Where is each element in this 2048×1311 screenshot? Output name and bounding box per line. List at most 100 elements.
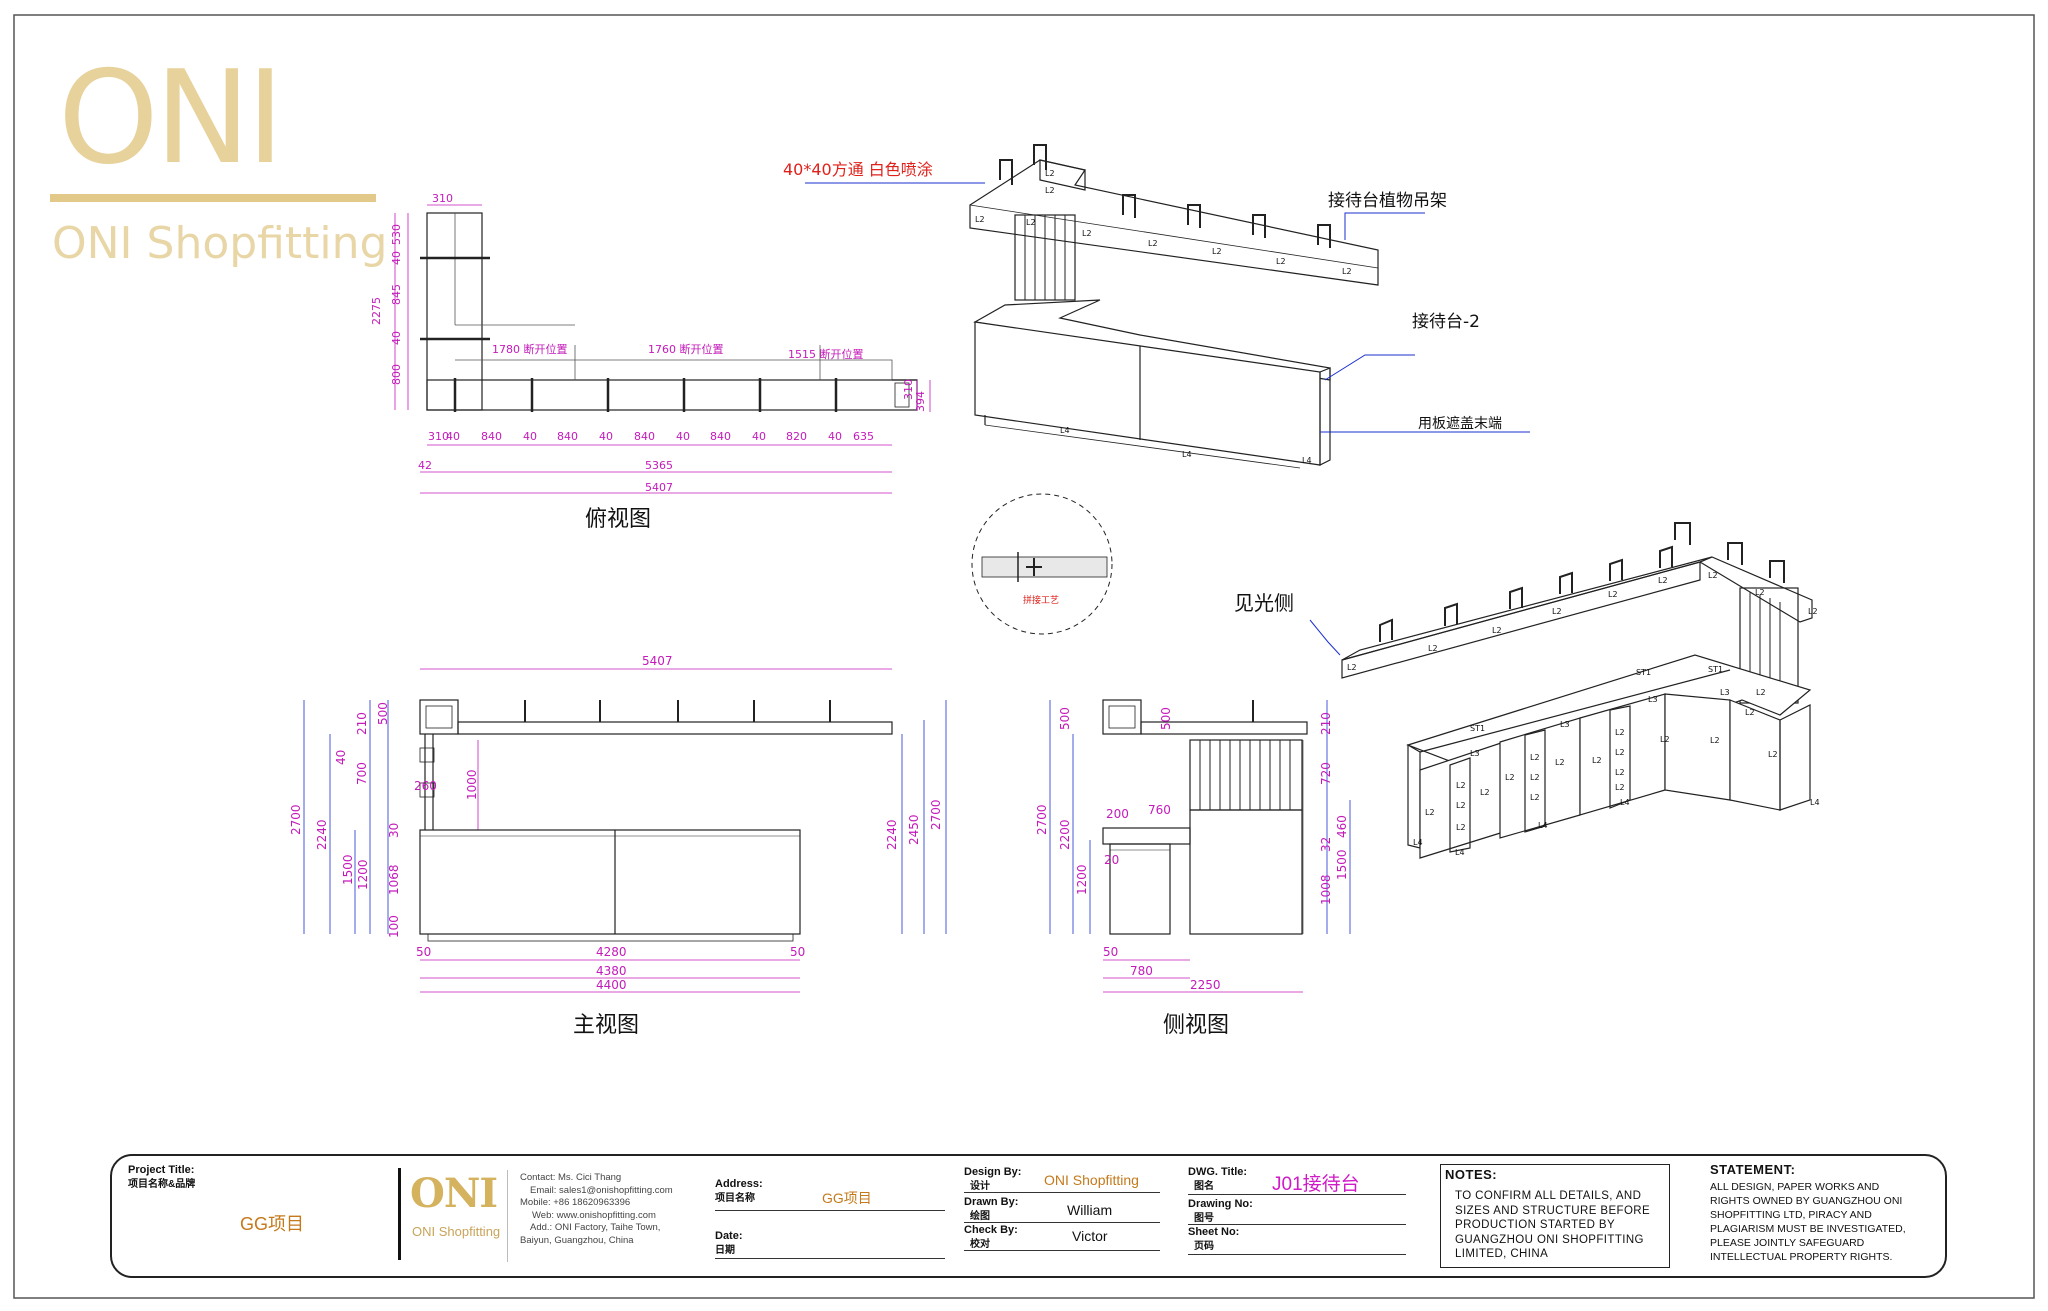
s-r460: 460 xyxy=(1335,815,1349,838)
annot-cover-end: 用板遮盖末端 xyxy=(1418,416,1502,432)
iso1-l4a: L4 xyxy=(1060,426,1070,435)
dim-310: 310 xyxy=(432,192,453,205)
iso1-l2d: L2 xyxy=(1026,218,1036,227)
drawn-by-label: Drawn By: xyxy=(964,1196,1019,1208)
contact-web: Web: www.onishopfitting.com xyxy=(532,1209,656,1221)
b-40c: 40 xyxy=(599,430,613,443)
s-r32: 32 xyxy=(1319,837,1333,852)
date-label: Date: xyxy=(715,1230,743,1242)
iso2-l2q: L2 xyxy=(1530,753,1540,762)
statement-line-2: RIGHTS OWNED BY GUANGZHOU ONI xyxy=(1710,1195,1903,1207)
iso-view-front: L2 L2 L2 L2 L2 L2 L2 L2 L2 L2 L2 ST1 ST1… xyxy=(1341,522,1820,859)
iso2-l2i: L2 xyxy=(1808,607,1818,616)
notes-line-1: TO CONFIRM ALL DETAILS, AND xyxy=(1455,1190,1642,1202)
iso2-l2r: L2 xyxy=(1530,773,1540,782)
front-dim-5407: 5407 xyxy=(642,654,673,668)
iso2-l2c: L2 xyxy=(1492,626,1502,635)
iso2-l2k: L2 xyxy=(1745,708,1755,717)
contact-block: Contact: Ms. Cici Thang Email: sales1@on… xyxy=(520,1172,673,1247)
iso2-l2p: L2 xyxy=(1425,808,1435,817)
notes-line-4: GUANGZHOU ONI SHOPFITTING xyxy=(1455,1233,1644,1246)
statement-line-4: PLAGIARISM MUST BE INVESTIGATED, xyxy=(1710,1223,1906,1235)
statement-text: ALL DESIGN, PAPER WORKS AND RIGHTS OWNED… xyxy=(1710,1180,1906,1264)
front-rack-box xyxy=(419,699,459,735)
address-label: Address: xyxy=(715,1178,763,1190)
dim-40b: 40 xyxy=(390,331,403,345)
iso1-l2h: L2 xyxy=(1276,257,1286,266)
sheet-no-cn: 页码 xyxy=(1194,1241,1214,1252)
iso2-l2ac: L2 xyxy=(1768,750,1778,759)
f-r2240: 2240 xyxy=(885,819,899,850)
iso2-l2h: L2 xyxy=(1755,588,1765,597)
front-rack-beam xyxy=(457,721,893,735)
iso-view-back: L2 L2 L2 L2 L2 L2 L2 L2 L2 L4 L4 L4 xyxy=(969,144,1379,469)
b-40f: 40 xyxy=(828,430,842,443)
address-line xyxy=(715,1210,945,1211)
check-by-cn: 校对 xyxy=(970,1239,990,1250)
top-view: 310 530 40 845 40 800 2275 1780 断开位置 176… xyxy=(370,192,931,532)
iso2-l2v: L2 xyxy=(1592,756,1602,765)
label-side-view: 侧视图 xyxy=(1163,1013,1229,1038)
r-394: 394 xyxy=(914,391,927,412)
annot-tube: 40*40方通 白色喷涂 xyxy=(783,160,933,179)
f-2700: 2700 xyxy=(289,804,303,835)
iso2-l2s: L2 xyxy=(1530,793,1540,802)
iso2-l2o: L2 xyxy=(1480,788,1490,797)
b-40d: 40 xyxy=(676,430,690,443)
sheet-no-label: Sheet No: xyxy=(1188,1226,1240,1238)
dim-800: 800 xyxy=(390,364,403,385)
side-slats xyxy=(1189,739,1303,811)
contact-email: Email: sales1@onishopfitting.com xyxy=(530,1184,673,1196)
date-cn: 日期 xyxy=(715,1245,735,1256)
s-b780: 780 xyxy=(1130,964,1153,978)
b-820: 820 xyxy=(786,430,807,443)
open-1760: 1760 断开位置 xyxy=(648,342,724,356)
iso1-l2f: L2 xyxy=(1148,239,1158,248)
iso2-l2f: L2 xyxy=(1658,576,1668,585)
iso2-st1a: ST1 xyxy=(1470,724,1485,733)
project-title-label: Project Title: xyxy=(128,1164,195,1176)
tb-logo-big: ONI xyxy=(410,1170,498,1217)
contact-city: Baiyun, Guangzhou, China xyxy=(520,1234,634,1246)
logo-sub: ONI Shopfitting xyxy=(52,218,387,269)
f-260: 260 xyxy=(414,779,437,793)
label-front-view: 主视图 xyxy=(573,1013,639,1038)
dim-5407: 5407 xyxy=(645,481,673,494)
dwg-line xyxy=(1188,1194,1406,1195)
f-2240: 2240 xyxy=(315,819,329,850)
drawn-by-cn: 绘图 xyxy=(970,1211,990,1222)
s-1200: 1200 xyxy=(1075,864,1089,895)
s-r210: 210 xyxy=(1319,712,1333,735)
s-d500: 500 xyxy=(1159,707,1173,730)
iso2-l4b: L4 xyxy=(1455,848,1465,857)
iso2-l2d: L2 xyxy=(1552,607,1562,616)
side-view: 2700 2200 1200 500 500 200 760 20 210 72… xyxy=(1035,699,1351,1038)
address-value: GG项目 xyxy=(822,1190,872,1206)
open-1515: 1515 断开位置 xyxy=(788,347,864,361)
front-view: 5407 2700 224 xyxy=(289,654,947,1038)
sheet-no-line xyxy=(1188,1254,1406,1255)
iso-annotations: 40*40方通 白色喷涂 接待台植物吊架 接待台-2 用板遮盖末端 见光侧 xyxy=(783,160,1530,656)
iso2-l2g: L2 xyxy=(1708,571,1718,580)
label-top-view: 俯视图 xyxy=(585,507,651,532)
f-b4400: 4400 xyxy=(596,978,627,992)
iso2-l2aa: L2 xyxy=(1660,735,1670,744)
f-b50a: 50 xyxy=(416,945,431,959)
f-1068: 1068 xyxy=(387,864,401,895)
drawn-line xyxy=(964,1222,1160,1223)
dim-40a: 40 xyxy=(390,251,403,265)
logo-rule xyxy=(50,194,376,202)
statement-heading: STATEMENT: xyxy=(1710,1162,1796,1177)
side-top xyxy=(1102,827,1191,845)
f-b50b: 50 xyxy=(790,945,805,959)
iso2-l2z: L2 xyxy=(1615,783,1625,792)
joint-detail: 拼接工艺 xyxy=(971,493,1113,635)
contact-address: Add.: ONI Factory, Taihe Town, xyxy=(530,1222,661,1233)
s-l500: 500 xyxy=(1058,707,1072,730)
brand-logo: ONI ONI Shopfitting xyxy=(50,44,387,269)
notes-text: TO CONFIRM ALL DETAILS, AND SIZES AND ST… xyxy=(1455,1189,1650,1262)
notes-line-5: LIMITED, CHINA xyxy=(1455,1248,1549,1260)
f-40: 40 xyxy=(334,750,348,765)
iso2-l2x: L2 xyxy=(1615,748,1625,757)
